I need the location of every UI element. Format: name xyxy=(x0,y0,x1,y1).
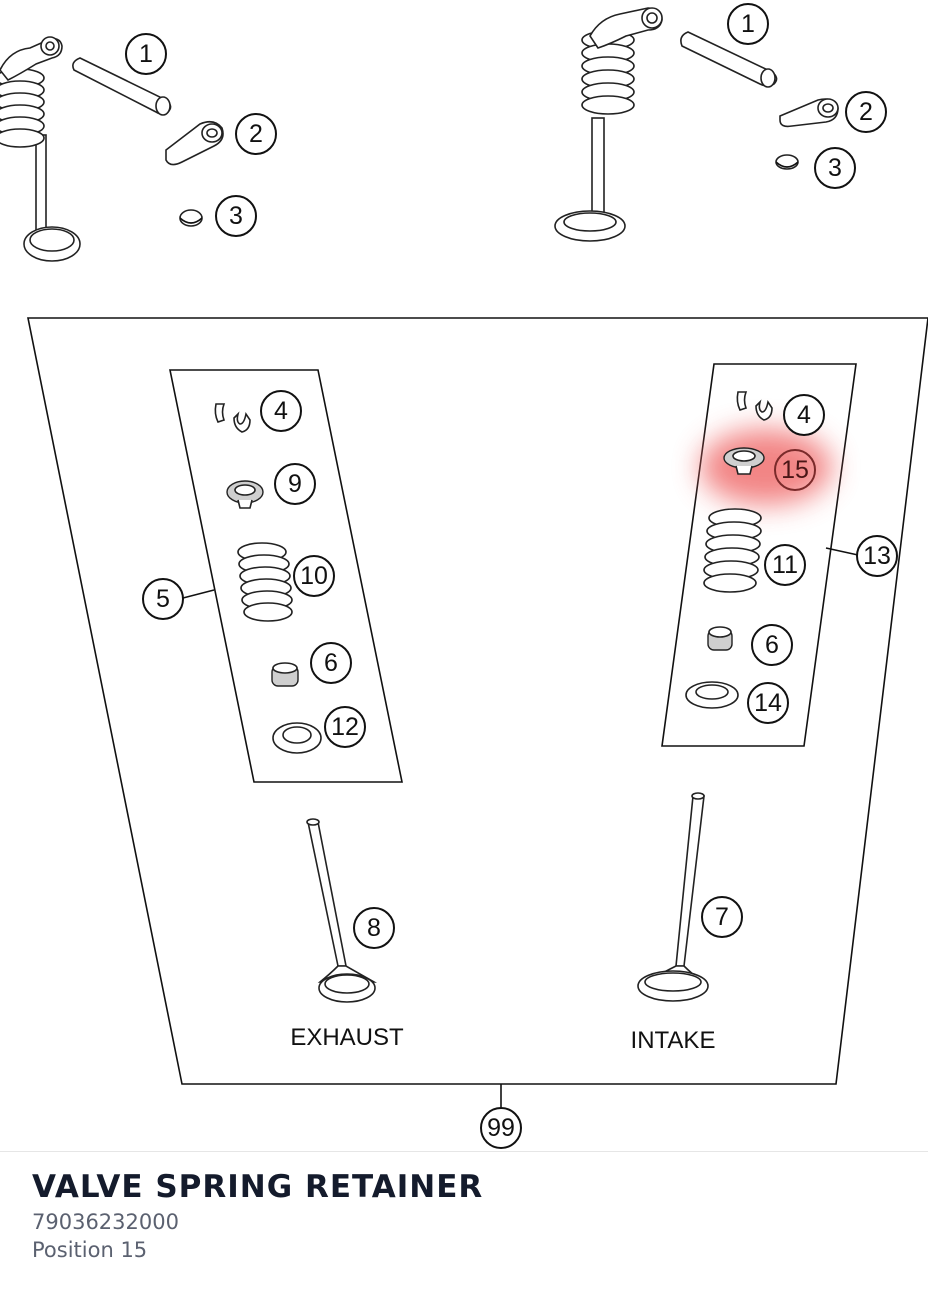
svg-text:11: 11 xyxy=(772,551,798,579)
intake-subkit-outline xyxy=(661,363,857,747)
callout-2-right[interactable]: 2 xyxy=(845,91,887,133)
svg-text:1: 1 xyxy=(139,40,153,68)
callout-4-intake[interactable]: 4 xyxy=(783,394,825,436)
svg-text:2: 2 xyxy=(859,98,873,126)
callout-9[interactable]: 9 xyxy=(274,463,316,505)
exhaust-spring-retainer xyxy=(226,480,264,509)
svg-text:15: 15 xyxy=(781,456,809,484)
part-position: Position 15 xyxy=(32,1238,148,1262)
svg-text:14: 14 xyxy=(754,689,782,717)
exhaust-valve xyxy=(306,818,378,1003)
exhaust-label: EXHAUST xyxy=(290,1024,404,1051)
svg-text:4: 4 xyxy=(274,397,288,425)
top-right-rocker-arm xyxy=(779,98,839,128)
exhaust-subkit-outline xyxy=(169,369,403,783)
top-right-shim xyxy=(775,154,799,170)
svg-text:3: 3 xyxy=(229,202,243,230)
callout-15-highlighted[interactable]: 15 xyxy=(774,449,816,491)
callout-13[interactable]: 13 xyxy=(856,535,898,577)
part-title: VALVE SPRING RETAINER xyxy=(32,1169,484,1205)
svg-text:1: 1 xyxy=(741,10,755,38)
svg-text:12: 12 xyxy=(331,713,359,741)
callout-3-left[interactable]: 3 xyxy=(215,195,257,237)
exhaust-valve-spring xyxy=(237,542,293,622)
top-right-valve-assembly xyxy=(554,7,663,242)
callout-99[interactable]: 99 xyxy=(480,1107,522,1149)
svg-text:3: 3 xyxy=(828,154,842,182)
svg-text:9: 9 xyxy=(288,470,302,498)
callout-2-left[interactable]: 2 xyxy=(235,113,277,155)
svg-text:5: 5 xyxy=(156,585,170,613)
intake-valve xyxy=(637,792,709,1002)
top-left-rocker-arm xyxy=(165,120,224,166)
valve-kit-outline xyxy=(27,317,928,1085)
exhaust-spring-seat xyxy=(272,722,322,754)
callout-14[interactable]: 14 xyxy=(747,682,789,724)
callout-8[interactable]: 8 xyxy=(353,907,395,949)
svg-text:6: 6 xyxy=(324,649,338,677)
callout-4-exhaust[interactable]: 4 xyxy=(260,390,302,432)
top-left-shim xyxy=(179,209,203,227)
callout-6-intake[interactable]: 6 xyxy=(751,624,793,666)
callout-10[interactable]: 10 xyxy=(293,555,335,597)
exhaust-valve-stem-seal xyxy=(271,662,299,687)
highlight-glow xyxy=(700,429,832,505)
part-info-panel: VALVE SPRING RETAINER 79036232000 Positi… xyxy=(32,1166,912,1264)
callout-11[interactable]: 11 xyxy=(764,544,806,586)
exploded-parts-diagram: EXHAUST INTAKE 1 2 3 1 2 3 4 9 10 5 6 12… xyxy=(0,3,928,1149)
callout-5[interactable]: 5 xyxy=(142,578,184,620)
callout-7[interactable]: 7 xyxy=(701,896,743,938)
top-left-valve-assembly xyxy=(0,36,81,262)
svg-text:13: 13 xyxy=(863,542,891,570)
svg-text:8: 8 xyxy=(367,914,381,942)
svg-text:4: 4 xyxy=(797,401,811,429)
intake-spring-seat xyxy=(685,681,739,709)
callout-12[interactable]: 12 xyxy=(324,706,366,748)
top-right-rocker-shaft xyxy=(680,31,778,88)
intake-label: INTAKE xyxy=(631,1027,716,1054)
intake-spring-retainer xyxy=(723,447,765,475)
callout-6-exhaust[interactable]: 6 xyxy=(310,642,352,684)
intake-valve-spring xyxy=(703,508,762,593)
svg-text:7: 7 xyxy=(715,903,729,931)
exhaust-valve-cotters xyxy=(214,403,251,433)
intake-valve-stem-seal xyxy=(707,626,733,651)
callout-1-right[interactable]: 1 xyxy=(727,3,769,45)
divider xyxy=(0,1151,928,1152)
svg-text:2: 2 xyxy=(249,120,263,148)
callout-1-left[interactable]: 1 xyxy=(125,33,167,75)
callout-3-right[interactable]: 3 xyxy=(814,147,856,189)
svg-text:6: 6 xyxy=(765,631,779,659)
top-left-rocker-shaft xyxy=(72,57,172,116)
svg-text:10: 10 xyxy=(300,562,328,590)
intake-valve-cotters xyxy=(736,391,773,421)
part-number: 79036232000 xyxy=(32,1210,179,1234)
svg-text:99: 99 xyxy=(487,1114,515,1142)
